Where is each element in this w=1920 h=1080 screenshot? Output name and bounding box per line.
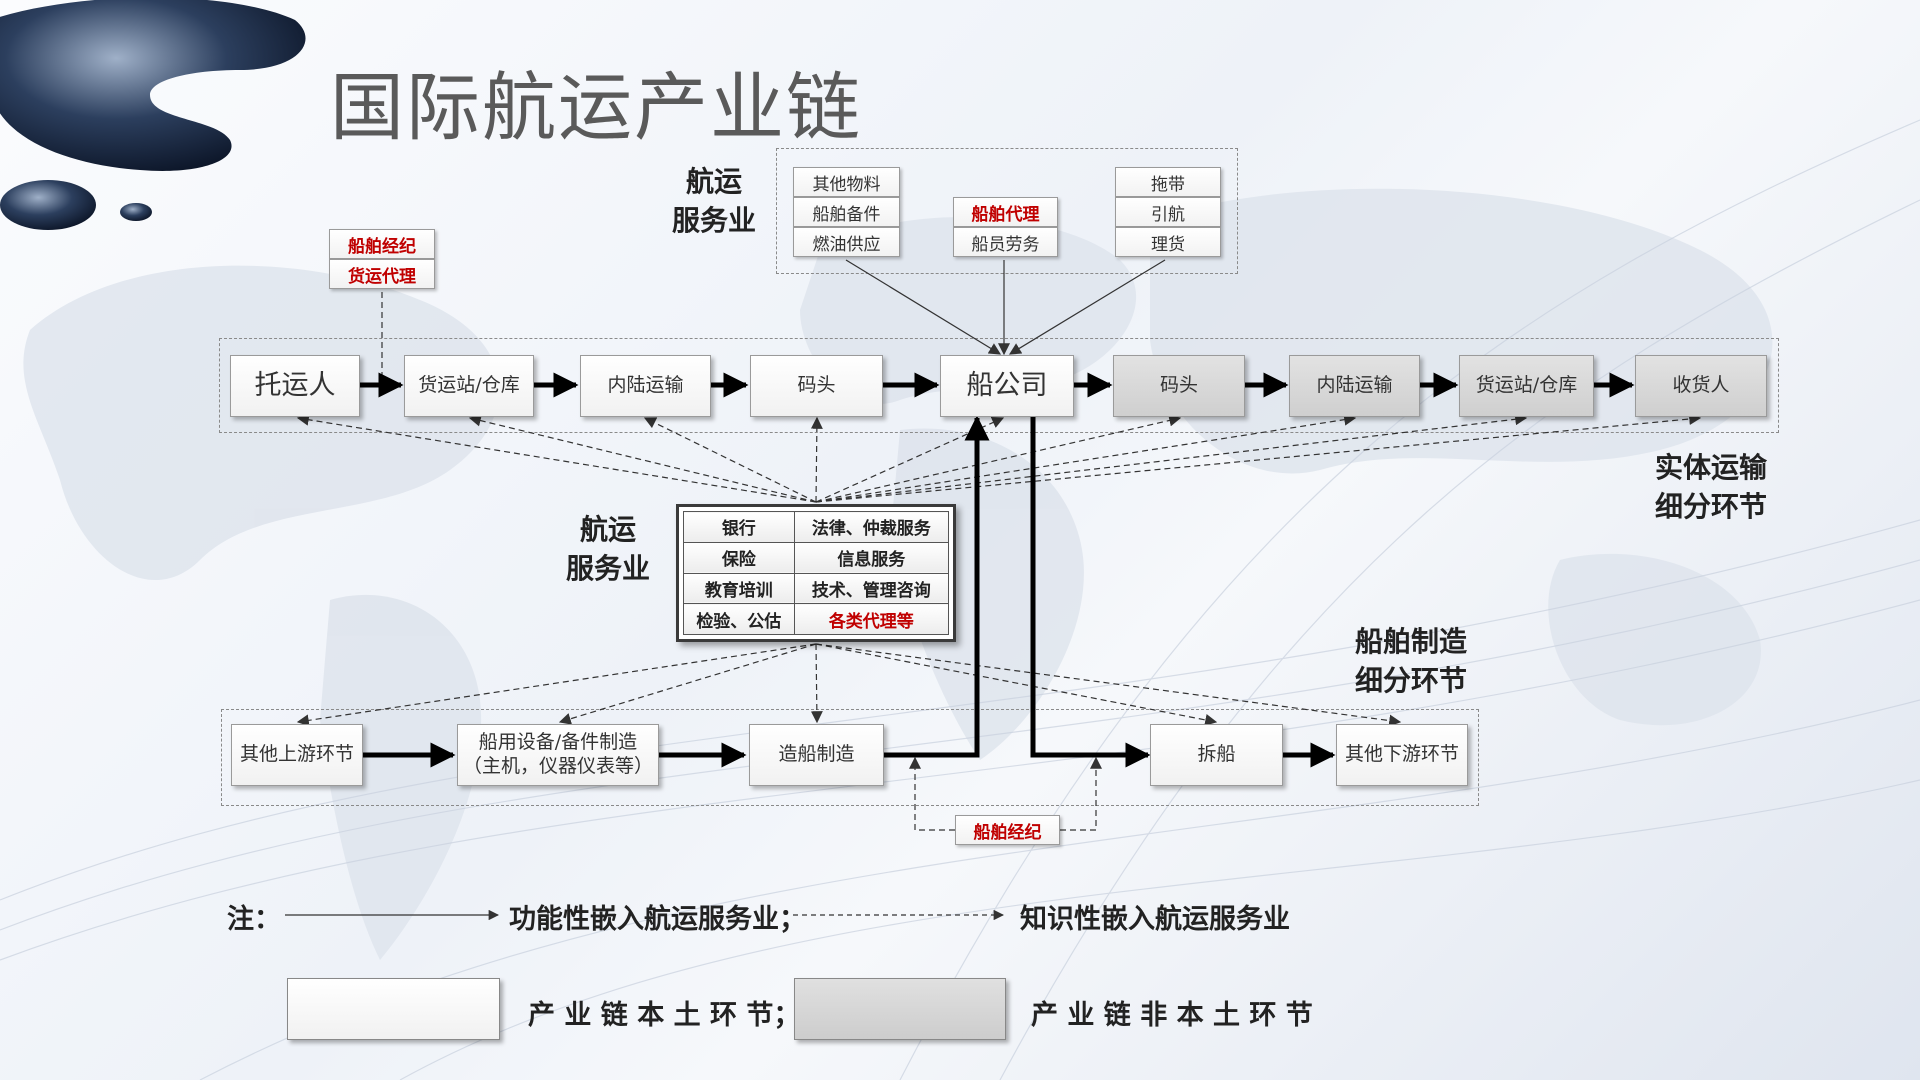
page-title: 国际航运产业链: [330, 65, 862, 151]
node-terminal-destination: 码头: [1113, 355, 1245, 417]
service-item-other-materials: 其他物料: [793, 167, 900, 197]
tag-ship-broker-upper: 船舶经纪: [329, 229, 435, 259]
legend-line-samples: [285, 909, 1005, 921]
tag-ship-broker-lower: 船舶经纪: [955, 815, 1060, 845]
service-item-tally: 理货: [1115, 227, 1221, 257]
service-item-crew-labor: 船员劳务: [953, 227, 1058, 257]
node-other-downstream: 其他下游环节: [1336, 724, 1468, 786]
ink-drop-decoration: [0, 0, 306, 230]
label-shipbuilding-chain: 船舶制造 细分环节: [1355, 625, 1468, 698]
service-cell-consulting: 技术、管理咨询: [793, 572, 950, 605]
service-item-ship-spares: 船舶备件: [793, 197, 900, 227]
legend-local-text: 产 业 链 本 土 环 节；: [528, 1000, 801, 1031]
legend-note-prefix: 注：: [227, 904, 281, 935]
label-physical-transport-chain: 实体运输 细分环节: [1655, 451, 1768, 524]
node-other-upstream: 其他上游环节: [231, 724, 363, 786]
node-terminal-origin: 码头: [750, 355, 883, 417]
service-cell-agencies: 各类代理等: [793, 603, 950, 635]
shipbuilding-chain-frame: [221, 709, 1479, 806]
service-cell-legal-arbitration: 法律、仲裁服务: [793, 511, 950, 543]
top-services-frame: [776, 148, 1238, 274]
node-consignee: 收货人: [1635, 355, 1767, 417]
physical-chain-frame: [219, 338, 1779, 433]
node-shipper: 托运人: [230, 355, 360, 417]
service-item-pilotage: 引航: [1115, 197, 1221, 227]
legend-nonlocal-swatch: [794, 978, 1006, 1040]
node-freight-station-destination: 货运站/仓库: [1459, 355, 1594, 417]
node-shipbuilding: 造船制造: [749, 724, 884, 786]
tag-freight-forwarder: 货运代理: [329, 259, 435, 289]
shipping-services-table: 银行 法律、仲裁服务 保险 信息服务 教育培训 技术、管理咨询 检验、公估 各类…: [676, 504, 956, 642]
node-ship-breaking: 拆船: [1150, 724, 1283, 786]
service-cell-banking: 银行: [683, 511, 795, 543]
node-shipping-company: 船公司: [940, 355, 1074, 417]
legend-local-swatch: [287, 978, 500, 1040]
service-cell-survey: 检验、公估: [683, 603, 795, 635]
node-inland-transport-origin: 内陆运输: [580, 355, 711, 417]
legend-nonlocal-text: 产 业 链 非 本 土 环 节: [1031, 1000, 1313, 1031]
label-shipping-services-top: 航运 服务业: [672, 165, 757, 238]
service-item-towage: 拖带: [1115, 167, 1221, 197]
service-item-ship-agency: 船舶代理: [953, 197, 1058, 227]
label-shipping-services-middle: 航运 服务业: [566, 513, 651, 586]
service-cell-education: 教育培训: [683, 572, 795, 605]
legend-functional-text: 功能性嵌入航运服务业；: [509, 904, 806, 935]
service-cell-insurance: 保险: [683, 541, 795, 574]
legend-knowledge-text: 知识性嵌入航运服务业: [1020, 904, 1290, 935]
node-freight-station-origin: 货运站/仓库: [404, 355, 534, 417]
node-inland-transport-destination: 内陆运输: [1289, 355, 1420, 417]
service-item-bunker-supply: 燃油供应: [793, 227, 900, 257]
service-cell-information: 信息服务: [793, 541, 950, 574]
node-marine-equipment: 船用设备/备件制造 （主机，仪器仪表等）: [457, 724, 659, 786]
